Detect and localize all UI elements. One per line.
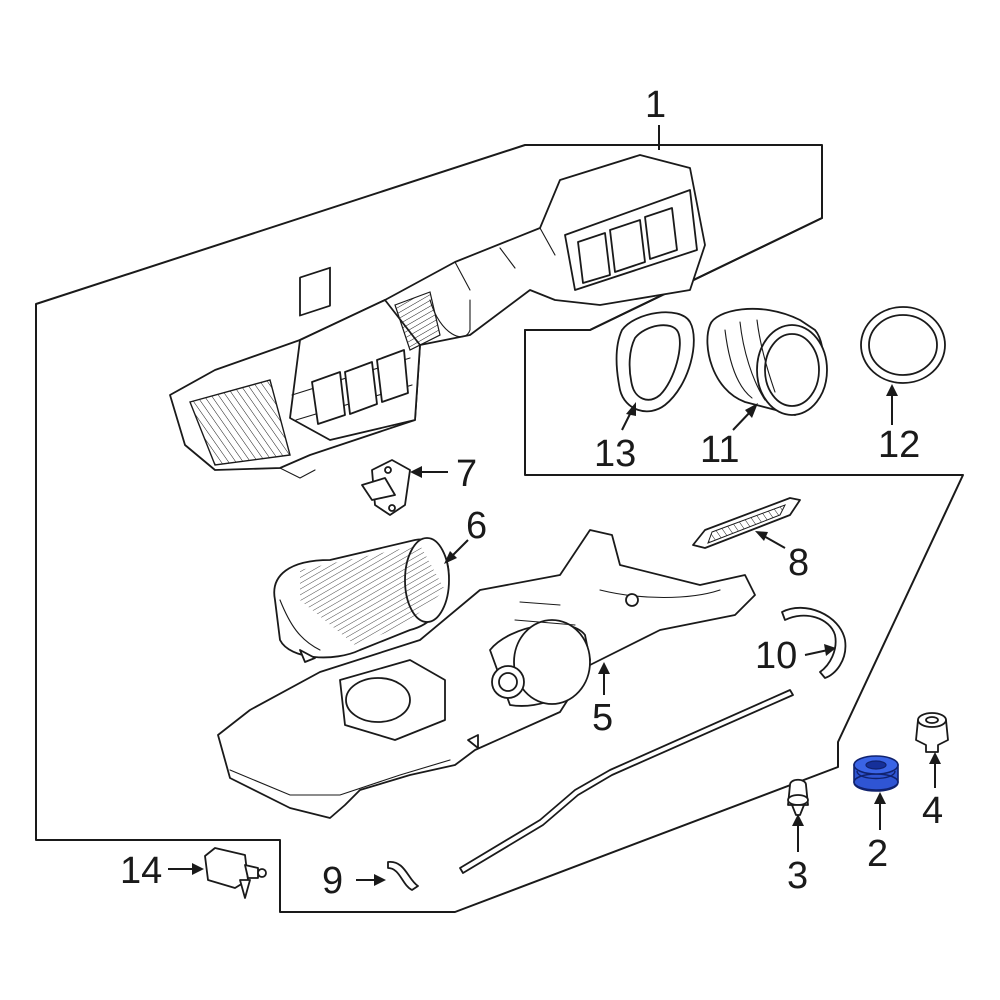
callout-12: 12 (878, 424, 920, 466)
sensor-14[interactable] (204, 847, 267, 899)
screen-mesh[interactable] (692, 497, 801, 549)
callout-7: 7 (456, 453, 477, 495)
drain-tube[interactable] (459, 689, 794, 874)
upper-housing-cover[interactable] (169, 154, 706, 479)
callout-3: 3 (787, 855, 808, 897)
seal-ring[interactable] (615, 311, 695, 413)
callout-8: 8 (788, 542, 809, 584)
mount-bracket[interactable] (361, 459, 411, 516)
callout-13: 13 (594, 433, 636, 475)
callout-6: 6 (466, 505, 487, 547)
intake-hose[interactable] (706, 307, 828, 416)
callout-5: 5 (592, 697, 613, 739)
bushing-4[interactable] (915, 712, 949, 753)
grommet-2-highlighted[interactable] (853, 755, 899, 792)
small-hose-9[interactable] (387, 861, 419, 891)
clamp-ring[interactable] (860, 306, 946, 384)
callout-2: 2 (867, 833, 888, 875)
push-pin-3[interactable] (787, 778, 809, 816)
air-filter-element[interactable] (273, 537, 450, 663)
lower-housing[interactable] (217, 529, 756, 819)
callout-14: 14 (120, 850, 162, 892)
callout-4: 4 (922, 790, 943, 832)
callout-10: 10 (755, 635, 797, 677)
callout-11: 11 (700, 429, 739, 471)
hose-group-boundary (524, 217, 823, 331)
hose-10[interactable] (781, 607, 847, 679)
leaders (168, 125, 941, 886)
assembly-boundary (35, 144, 964, 913)
callout-1: 1 (645, 84, 666, 126)
callout-9: 9 (322, 860, 343, 902)
